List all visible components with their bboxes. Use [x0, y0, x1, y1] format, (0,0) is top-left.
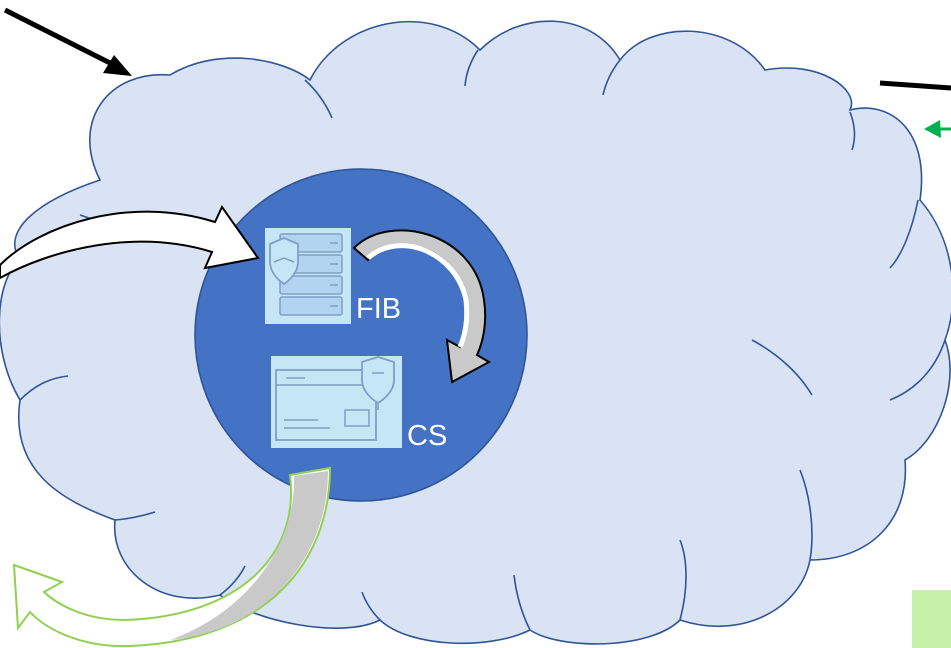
fib-label: FIB: [356, 293, 401, 325]
green-box: [912, 590, 951, 648]
white-curved-arrow: [0, 205, 260, 280]
data-return-arrow: [12, 466, 332, 648]
fib-to-cs-arrow: [352, 229, 492, 384]
grey-arrow-fill: [170, 471, 328, 640]
cs-label: CS: [407, 420, 447, 452]
server-shield-icon: [265, 228, 351, 324]
inbound-arrowhead: [103, 55, 132, 76]
cloud-bump-lines: [19, 49, 946, 631]
id-card-shield-icon: [271, 356, 402, 448]
inbound-arrow-shaft: [3, 7, 114, 67]
outbound-line: [879, 80, 951, 91]
external-arrows: [3, 7, 951, 138]
green-arrowhead: [924, 120, 941, 138]
interest-in-arrow: [0, 205, 260, 280]
